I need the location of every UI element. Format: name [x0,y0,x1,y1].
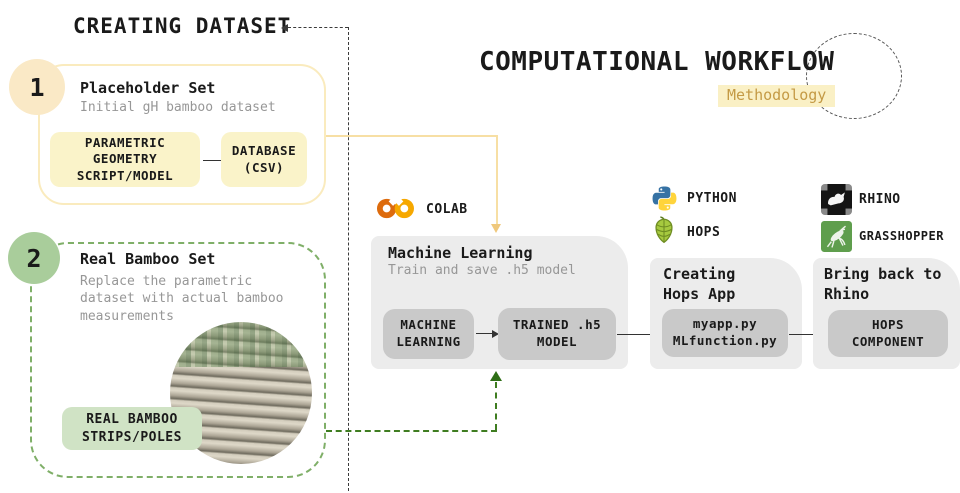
placeholder-set-subtitle: Initial gH bamboo dataset [80,100,276,115]
placeholder-set-title: Placeholder Set [80,79,216,97]
rhino-icon [821,184,852,215]
real-bamboo-strips-label: REAL BAMBOO STRIPS/POLES [62,407,202,450]
step-2-number: 2 [26,243,42,273]
step-1-number: 1 [29,72,45,102]
arrow-param-to-db [203,160,230,161]
creating-dataset-title: CREATING DATASET [73,14,292,38]
hops-label: HOPS [687,225,721,240]
computational-workflow-title: COMPUTATIONAL WORKFLOW [479,47,835,77]
decorative-dashed-circle [806,33,902,119]
trained-h5-model-node: TRAINED .h5 MODEL [498,308,616,360]
real-bamboo-set-subtitle: Replace the parametric dataset with actu… [80,274,284,324]
arrow-ml-to-trained-head-icon [492,330,499,338]
arrow-ml-to-trained [476,333,492,334]
real-bamboo-set-title: Real Bamboo Set [80,250,216,268]
python-label: PYTHON [687,191,737,206]
yellow-connector-arrowhead-icon [491,224,501,233]
machine-learning-title: Machine Learning [388,244,533,262]
step-1-badge: 1 [9,59,65,115]
arrow-trained-to-hopsapp [617,334,653,335]
hops-component-node: HOPS COMPONENT [828,310,948,357]
grasshopper-label: GRASSHOPPER [859,229,944,243]
arrow-hopsapp-to-rhino [789,334,819,335]
dashed-connector-horizontal [288,27,348,28]
yellow-connector-vertical [496,135,498,224]
machine-learning-subtitle: Train and save .h5 model [388,263,576,278]
bring-back-to-rhino-title: Bring back to Rhino [824,265,942,303]
machine-learning-node: MACHINE LEARNING [383,309,474,359]
myapp-py-node: myapp.py MLfunction.py [662,309,788,357]
python-icon [652,186,677,211]
hops-icon [655,216,673,244]
step-2-badge: 2 [8,232,60,284]
rhino-label: RHINO [859,192,901,207]
parametric-geometry-node: PARAMETRIC GEOMETRY SCRIPT/MODEL [50,132,200,187]
database-csv-node: DATABASE (CSV) [221,132,307,187]
colab-label: COLAB [426,202,468,217]
grasshopper-icon [821,221,852,252]
creating-hops-app-title: Creating Hops App [663,265,736,303]
methodology-subtitle: Methodology [718,85,836,107]
yellow-connector-horizontal [326,135,497,137]
green-connector-arrowhead-icon [490,371,502,381]
green-connector-vertical [495,382,497,430]
dashed-connector-arrowhead-icon [281,24,288,32]
green-connector-horizontal [326,430,497,432]
dashed-connector-vertical [348,27,349,491]
colab-icon [376,196,414,219]
